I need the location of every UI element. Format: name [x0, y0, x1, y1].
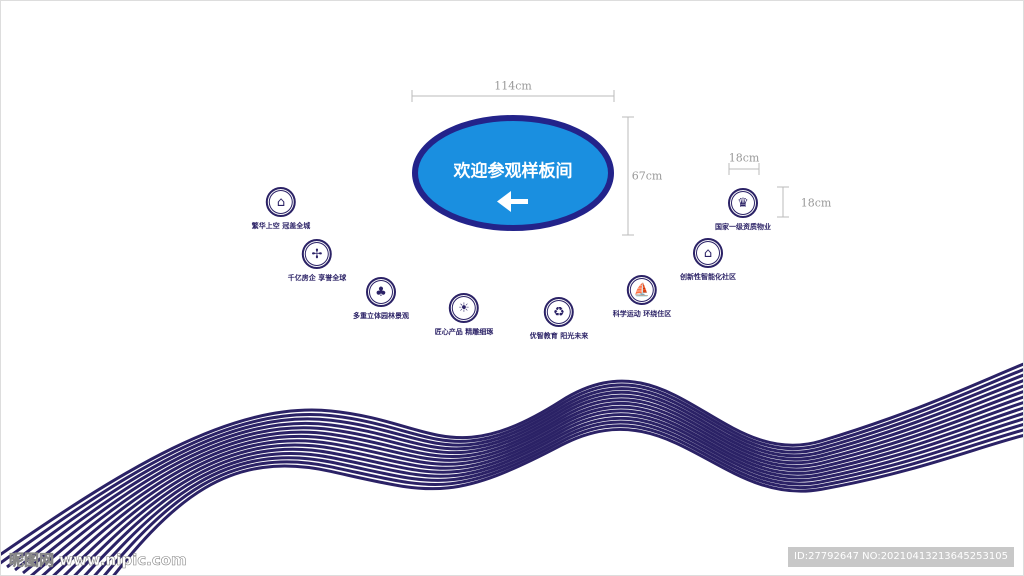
recycle-icon: ♻ [544, 297, 574, 327]
wave-line [83, 416, 1023, 575]
wind-turbine-icon: ✢ [302, 239, 332, 269]
sign-width-label: 114cm [494, 79, 532, 93]
wave-line [112, 427, 1023, 575]
sign-title: 欢迎参观样板间 [453, 161, 573, 182]
feature-item: ♣ 多重立体园林景观 [353, 277, 409, 321]
dim-line-icon-width [728, 163, 760, 175]
speedboat-icon: ⛵ [627, 275, 657, 305]
feature-item: ♻ 优智教育 阳光未来 [530, 297, 588, 341]
feature-label: 优智教育 阳光未来 [529, 332, 589, 340]
feature-label: 科学运动 环绕住区 [612, 310, 672, 318]
wave-line [52, 401, 1023, 575]
feature-label: 匠心产品 精雕细琢 [434, 328, 494, 336]
dim-line-icon-height [777, 186, 789, 218]
wave-line [1, 368, 1023, 565]
city-buildings-icon: ⌂ [266, 187, 296, 217]
feature-item: ⌂ 繁华上空 冠盖全城 [252, 187, 310, 231]
feature-item: ⌂ 创新性智能化社区 [680, 238, 736, 282]
wave-line [14, 379, 1023, 572]
dim-line-sign-height [622, 116, 634, 236]
wave-line [30, 390, 1023, 575]
feature-item: ☀ 匠心产品 精雕细琢 [435, 293, 493, 337]
arrow-left-icon [497, 191, 528, 212]
feature-item: ♛ 国家一级资质物业 [715, 188, 771, 232]
wave-line [22, 384, 1023, 575]
dimension-lines [411, 90, 789, 236]
wave-lines [1, 362, 1023, 575]
garden-landscape-icon: ♣ [366, 277, 396, 307]
wave-line [41, 395, 1023, 575]
feature-label: 繁华上空 冠盖全城 [251, 222, 311, 230]
feature-label: 千亿房企 享誉全球 [287, 274, 347, 282]
watermark-right: ID:27792647 NO:20210413213645253105 [788, 547, 1014, 567]
wave-line [6, 373, 1023, 569]
crown-icon: ♛ [728, 188, 758, 218]
watermark-left: 昵图网 www.nipic.com [9, 551, 187, 570]
wave-line [73, 412, 1023, 575]
pavilion-icon: ⌂ [693, 238, 723, 268]
wave-line [102, 424, 1023, 575]
icon-width-label: 18cm [728, 151, 760, 165]
feature-label: 创新性智能化社区 [680, 273, 736, 281]
welcome-sign-oval [412, 115, 614, 231]
feature-label: 多重立体园林景观 [353, 312, 409, 320]
feature-item: ✢ 千亿房企 享誉全球 [288, 239, 346, 283]
sign-height-label: 67cm [631, 169, 663, 183]
feature-label: 国家一级资质物业 [715, 223, 771, 231]
wave-line [93, 420, 1023, 575]
palm-island-icon: ☀ [449, 293, 479, 323]
wave-line [1, 362, 1023, 556]
feature-item: ⛵ 科学运动 环绕住区 [613, 275, 671, 319]
dim-line-sign-width [411, 90, 615, 102]
icon-height-label: 18cm [800, 196, 832, 210]
wave-line [62, 406, 1023, 575]
